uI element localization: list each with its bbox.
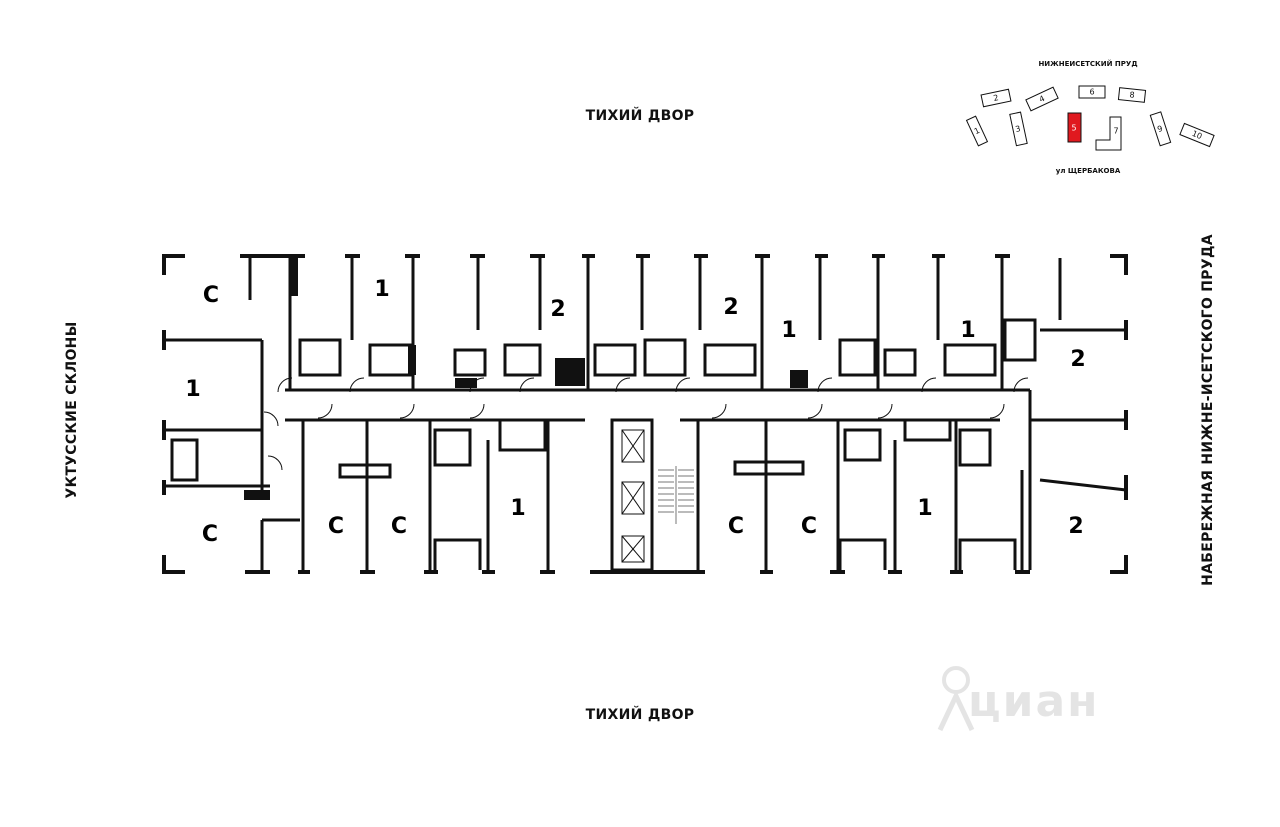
north-walls <box>164 256 1127 572</box>
svg-text:3: 3 <box>1015 124 1022 134</box>
apt-label: 2 <box>723 295 738 320</box>
minimap-building-4: 4 <box>1025 86 1059 112</box>
door-swings <box>263 377 1029 471</box>
apt-label: С <box>202 522 218 547</box>
minimap-building-3: 3 <box>1009 111 1028 147</box>
apt-label: С <box>328 514 344 539</box>
minimap-street-label: ул ЩЕРБАКОВА <box>1056 167 1121 175</box>
minimap-building-10: 10 <box>1179 122 1215 148</box>
label-north-yard: ТИХИЙ ДВОР <box>585 108 695 124</box>
svg-text:2: 2 <box>993 93 1000 103</box>
svg-text:6: 6 <box>1089 88 1094 97</box>
apt-label: 2 <box>550 297 565 322</box>
apt-label: 1 <box>917 496 932 521</box>
label-south-yard: ТИХИЙ ДВОР <box>585 707 695 723</box>
apt-label: 1 <box>374 277 389 302</box>
minimap-building-6: 6 <box>1078 85 1106 99</box>
minimap-building-1: 1 <box>965 115 989 147</box>
svg-text:8: 8 <box>1129 90 1135 99</box>
apt-label: С <box>391 514 407 539</box>
minimap-building-2: 2 <box>980 88 1012 108</box>
svg-text:4: 4 <box>1038 94 1046 104</box>
apt-label: 1 <box>960 318 975 343</box>
watermark-text: циан <box>968 676 1100 727</box>
cian-logo <box>937 666 975 732</box>
apt-label: 2 <box>1068 514 1083 539</box>
apt-label: 1 <box>510 496 525 521</box>
minimap-building-9: 9 <box>1149 111 1172 147</box>
minimap-pond-label: НИЖНЕИСЕТСКИЙ ПРУД <box>1038 59 1137 68</box>
ventilation-shafts <box>244 256 808 500</box>
minimap-building-7: 7 <box>1095 116 1122 151</box>
apt-label: С <box>203 283 219 308</box>
south-walls <box>170 418 1024 574</box>
svg-text:5: 5 <box>1071 124 1076 133</box>
svg-text:7: 7 <box>1113 127 1118 136</box>
svg-text:10: 10 <box>1191 129 1204 141</box>
apt-label: 2 <box>1070 347 1085 372</box>
apt-label: 1 <box>185 377 200 402</box>
svg-text:1: 1 <box>973 126 981 136</box>
apt-label: С <box>801 514 817 539</box>
svg-text:9: 9 <box>1156 124 1164 134</box>
facade-windows <box>162 254 1128 574</box>
apt-label: С <box>728 514 744 539</box>
minimap-building-5-highlighted: 5 <box>1067 112 1082 143</box>
minimap-building-8: 8 <box>1117 87 1147 103</box>
apt-label: 1 <box>781 318 796 343</box>
stair-elevator-core <box>610 418 694 572</box>
